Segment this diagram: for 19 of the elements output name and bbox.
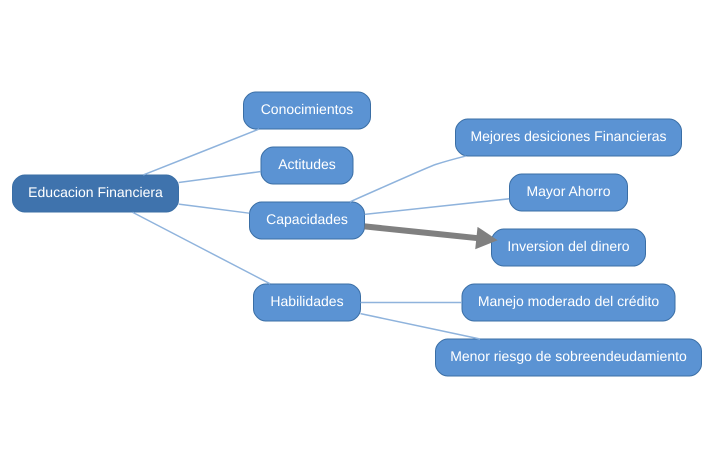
- connector: [142, 128, 260, 176]
- node-box: Menor riesgo de sobreendeudamiento: [435, 338, 702, 376]
- connector: [364, 198, 510, 216]
- node-box: Manejo moderado del crédito: [462, 284, 676, 322]
- connector: [360, 312, 480, 340]
- node-box: Educacion Financiera: [12, 174, 179, 212]
- node-box: Inversion del dinero: [491, 228, 646, 266]
- connector: [349, 155, 466, 203]
- node-box: Habilidades: [253, 284, 361, 322]
- connector: [178, 203, 250, 214]
- connector: [132, 212, 270, 284]
- connector: [178, 170, 261, 184]
- arrow: [364, 223, 498, 250]
- node-box: Actitudes: [260, 146, 354, 184]
- node-box: Capacidades: [249, 202, 365, 240]
- connector: [360, 302, 462, 304]
- node-box: Mejores desiciones Financieras: [455, 118, 682, 156]
- node-box: Mayor Ahorro: [509, 174, 628, 212]
- node-box: Conocimientos: [243, 92, 371, 130]
